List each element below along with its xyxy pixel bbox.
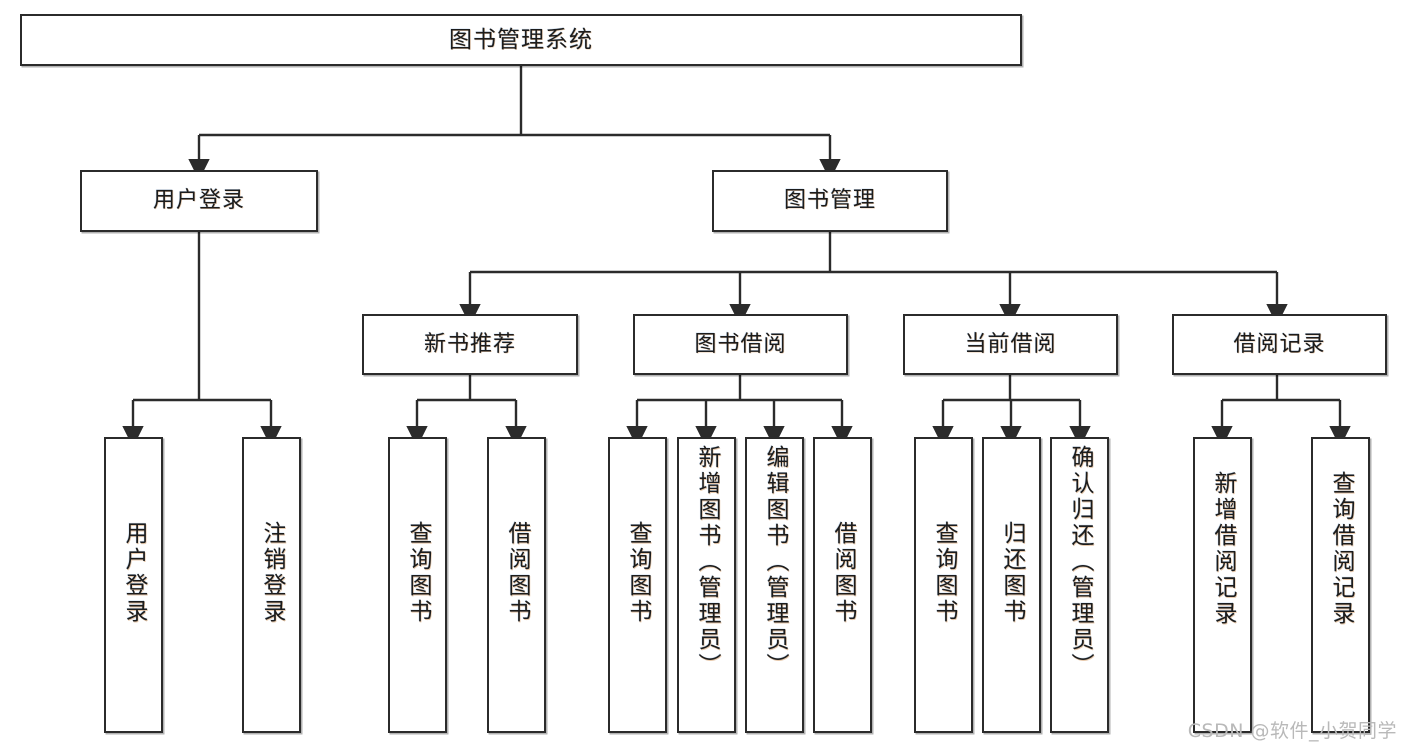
node-book-borrow[interactable]: 图书借阅 [633, 314, 848, 375]
node-new-book-recommend[interactable]: 新书推荐 [362, 314, 578, 375]
node-label: 新书推荐 [423, 331, 516, 357]
node-label: 查询图书 [405, 521, 431, 625]
watermark-text: CSDN @软件_小贺同学 [1187, 720, 1397, 742]
node-label: 借阅记录 [1233, 331, 1326, 357]
node-label: 图书管理 [783, 188, 876, 214]
node-label: 新增图书（管理员） [694, 445, 720, 679]
node-label: 图书管理系统 [449, 26, 593, 53]
node-book-management[interactable]: 图书管理 [712, 170, 948, 232]
node-label: 图书借阅 [694, 331, 787, 357]
node-leaf-query-book-borrow[interactable]: 查询图书 [608, 437, 667, 733]
node-label: 新增借阅记录 [1210, 471, 1236, 627]
node-label: 编辑图书（管理员） [762, 445, 788, 679]
node-current-borrow[interactable]: 当前借阅 [903, 314, 1118, 375]
node-label: 查询图书 [931, 521, 957, 625]
node-label: 确认归还（管理员） [1067, 445, 1093, 679]
node-leaf-query-book-recommend[interactable]: 查询图书 [388, 437, 447, 733]
node-label: 借阅图书 [830, 521, 856, 625]
node-leaf-add-borrow-record[interactable]: 新增借阅记录 [1193, 437, 1252, 733]
node-leaf-query-book-current[interactable]: 查询图书 [914, 437, 973, 733]
node-borrow-record[interactable]: 借阅记录 [1172, 314, 1387, 375]
node-leaf-borrow-book[interactable]: 借阅图书 [813, 437, 872, 733]
node-label: 用户登录 [152, 188, 245, 214]
node-user-login[interactable]: 用户登录 [80, 170, 318, 232]
node-label: 注销登录 [259, 521, 285, 625]
node-label: 查询图书 [625, 521, 651, 625]
node-label: 用户登录 [121, 521, 147, 625]
node-leaf-query-borrow-record[interactable]: 查询借阅记录 [1311, 437, 1370, 733]
node-root-system[interactable]: 图书管理系统 [20, 14, 1022, 66]
node-leaf-edit-book-admin[interactable]: 编辑图书（管理员） [745, 437, 804, 733]
node-leaf-add-book-admin[interactable]: 新增图书（管理员） [677, 437, 736, 733]
node-leaf-return-book[interactable]: 归还图书 [982, 437, 1041, 733]
node-label: 借阅图书 [504, 521, 530, 625]
node-leaf-confirm-return-admin[interactable]: 确认归还（管理员） [1050, 437, 1109, 733]
node-leaf-logout[interactable]: 注销登录 [242, 437, 301, 733]
node-label: 当前借阅 [964, 331, 1057, 357]
node-leaf-user-login[interactable]: 用户登录 [104, 437, 163, 733]
node-label: 查询借阅记录 [1328, 471, 1354, 627]
node-label: 归还图书 [999, 521, 1025, 625]
node-leaf-borrow-book-recommend[interactable]: 借阅图书 [487, 437, 546, 733]
